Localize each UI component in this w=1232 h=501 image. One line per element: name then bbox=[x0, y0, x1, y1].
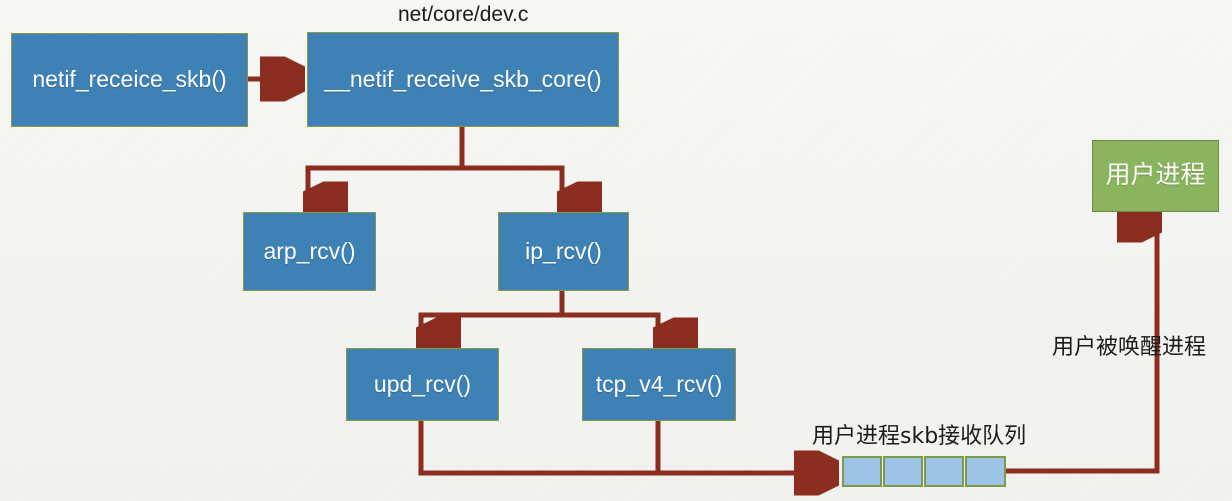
queue-cell[interactable] bbox=[924, 456, 964, 487]
node-label: tcp_v4_rcv() bbox=[595, 370, 723, 397]
queue-label: 用户进程skb接收队列 bbox=[812, 424, 1027, 449]
node-label: 用户进程 bbox=[1105, 161, 1206, 190]
node-ip-rcv[interactable]: ip_rcv() bbox=[498, 212, 629, 291]
queue-cell[interactable] bbox=[842, 456, 882, 487]
node-label: arp_rcv() bbox=[263, 237, 356, 264]
node-user-process[interactable]: 用户进程 bbox=[1092, 140, 1219, 212]
node-netif-receive-skb-core[interactable]: __netif_receive_skb_core() bbox=[307, 32, 619, 127]
node-udp-rcv[interactable]: upd_rcv() bbox=[346, 348, 499, 421]
edge-ip-to-udp bbox=[421, 291, 565, 340]
source-file-label: net/core/dev.c bbox=[398, 3, 529, 26]
node-arp-rcv[interactable]: arp_rcv() bbox=[243, 212, 376, 291]
edge-core-to-ip bbox=[462, 165, 562, 204]
queue-cell[interactable] bbox=[883, 456, 923, 487]
edge-ip-to-tcp bbox=[562, 312, 658, 340]
node-netif-receive-skb[interactable]: netif_receice_skb() bbox=[11, 33, 248, 127]
queue-cell[interactable] bbox=[965, 456, 1006, 487]
node-label: ip_rcv() bbox=[525, 237, 602, 264]
edge-core-to-arp bbox=[308, 127, 465, 204]
node-tcp-v4-rcv[interactable]: tcp_v4_rcv() bbox=[582, 348, 736, 421]
node-label: netif_receice_skb() bbox=[32, 66, 227, 93]
node-label: upd_rcv() bbox=[373, 370, 472, 397]
wakeup-label: 用户被唤醒进程 bbox=[1052, 335, 1207, 360]
node-label: __netif_receive_skb_core() bbox=[324, 65, 602, 92]
edge-udp-to-queue bbox=[418, 421, 834, 473]
